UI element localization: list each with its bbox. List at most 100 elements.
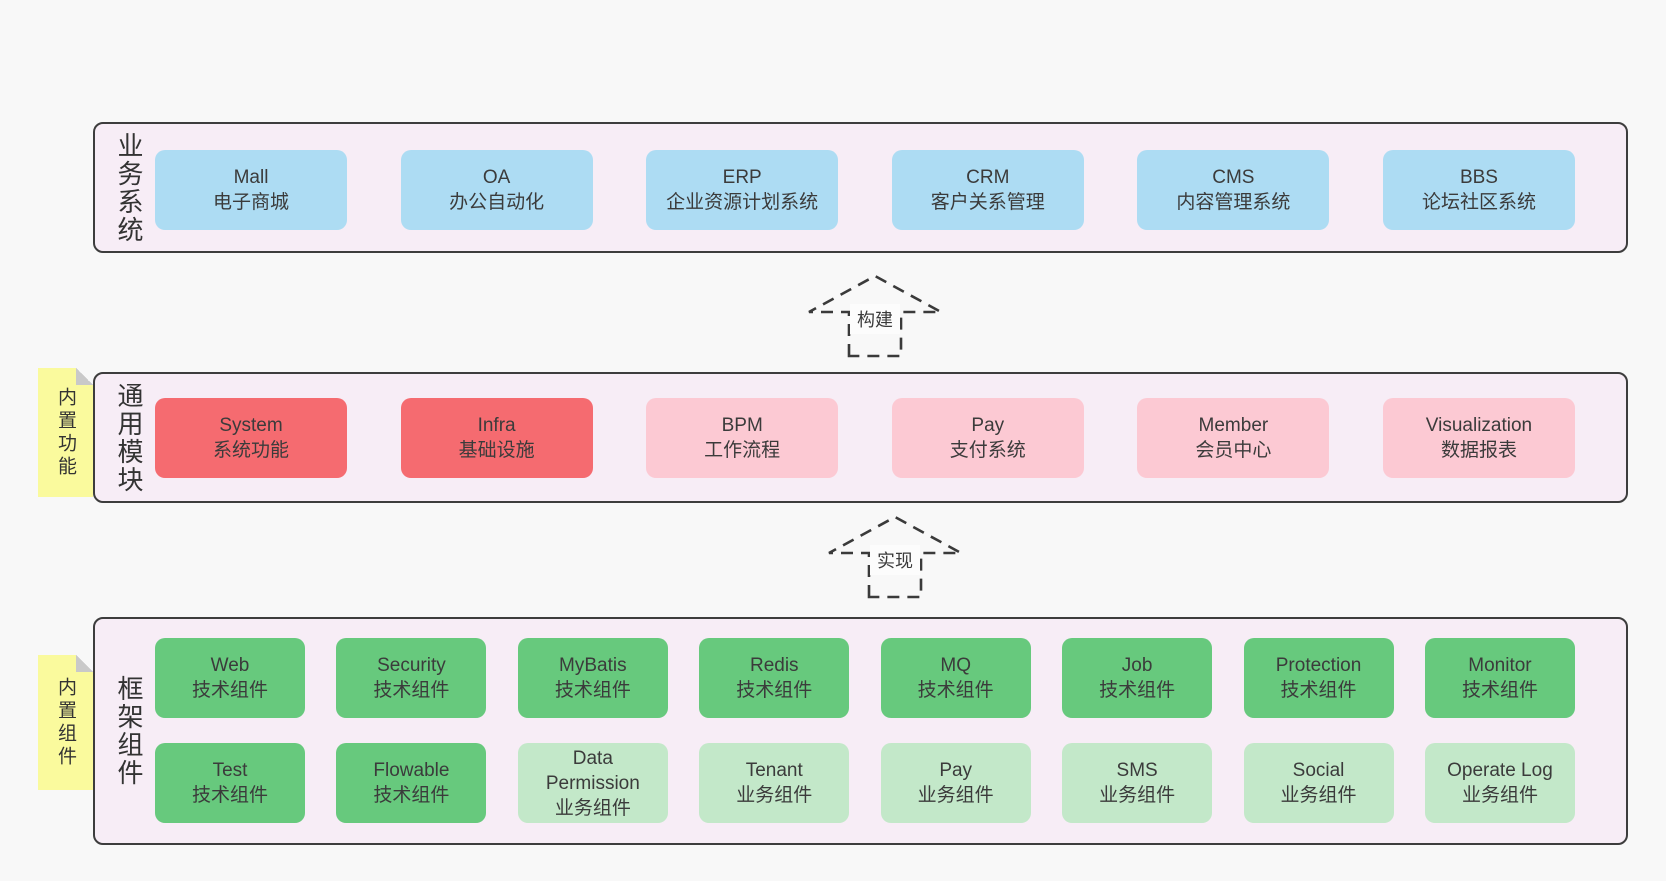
box-protection: Protection 技术组件 bbox=[1243, 638, 1394, 718]
box-desc: 技术组件 bbox=[1280, 680, 1357, 701]
sticky-tag-label: 内置功能 bbox=[55, 386, 76, 479]
box-desc: 业务组件 bbox=[554, 797, 631, 819]
box-desc: 技术组件 bbox=[373, 680, 450, 701]
box-operate-log: Operate Log 业务组件 bbox=[1424, 743, 1575, 823]
box-name: ERP bbox=[722, 167, 762, 188]
box-name: Pay bbox=[971, 415, 1005, 436]
dashed-up-arrow-icon bbox=[808, 274, 942, 358]
box-web: Web 技术组件 bbox=[155, 638, 305, 718]
box-name: MyBatis bbox=[559, 655, 627, 676]
box-name: Test bbox=[212, 760, 248, 781]
box-pay: Pay 支付系统 bbox=[891, 398, 1084, 478]
box-desc: 数据报表 bbox=[1440, 440, 1517, 461]
box-bpm: BPM 工作流程 bbox=[646, 398, 839, 478]
box-job: Job 技术组件 bbox=[1062, 638, 1213, 718]
box-social: Social 业务组件 bbox=[1243, 743, 1394, 823]
box-desc: 系统功能 bbox=[212, 440, 289, 461]
section-label-business: 业务系统 bbox=[114, 131, 144, 244]
box-desc: 论坛社区系统 bbox=[1421, 192, 1536, 213]
modules-box-row: System 系统功能 Infra 基础设施 BPM 工作流程 Pay 支付系统… bbox=[155, 398, 1575, 478]
box-name: Mall bbox=[233, 167, 269, 188]
box-name: Data Permission bbox=[545, 747, 640, 794]
box-crm: CRM 客户关系管理 bbox=[891, 150, 1084, 230]
box-system: System 系统功能 bbox=[155, 398, 347, 478]
box-desc: 工作流程 bbox=[704, 440, 781, 461]
box-flowable: Flowable 技术组件 bbox=[336, 743, 487, 823]
box-desc: 技术组件 bbox=[191, 680, 268, 701]
box-security: Security 技术组件 bbox=[336, 638, 487, 718]
box-desc: 技术组件 bbox=[1461, 680, 1538, 701]
section-common-modules: 通用模块 System 系统功能 Infra 基础设施 BPM 工作流程 Pay… bbox=[93, 372, 1628, 503]
business-box-row: Mall 电子商城 OA 办公自动化 ERP 企业资源计划系统 CRM 客户关系… bbox=[155, 150, 1575, 230]
box-name: Social bbox=[1292, 760, 1345, 781]
box-test: Test 技术组件 bbox=[155, 743, 305, 823]
box-infra: Infra 基础设施 bbox=[400, 398, 593, 478]
box-desc: 企业资源计划系统 bbox=[666, 192, 819, 213]
box-monitor: Monitor 技术组件 bbox=[1424, 638, 1575, 718]
components-box-row-1: Web 技术组件 Security 技术组件 MyBatis 技术组件 Redi… bbox=[155, 638, 1575, 718]
box-member: Member 会员中心 bbox=[1137, 398, 1330, 478]
box-name: OA bbox=[482, 167, 511, 188]
box-name: Member bbox=[1198, 415, 1269, 436]
box-name: Job bbox=[1121, 655, 1153, 676]
box-desc: 会员中心 bbox=[1195, 440, 1272, 461]
box-tenant: Tenant 业务组件 bbox=[699, 743, 850, 823]
box-desc: 业务组件 bbox=[736, 785, 813, 806]
box-mq: MQ 技术组件 bbox=[880, 638, 1031, 718]
box-desc: 技术组件 bbox=[736, 680, 813, 701]
box-oa: OA 办公自动化 bbox=[400, 150, 593, 230]
box-desc: 业务组件 bbox=[1280, 785, 1357, 806]
box-desc: 内容管理系统 bbox=[1176, 192, 1291, 213]
box-redis: Redis 技术组件 bbox=[699, 638, 850, 718]
box-name: BPM bbox=[721, 415, 763, 436]
box-desc: 技术组件 bbox=[191, 785, 268, 806]
box-desc: 业务组件 bbox=[1461, 785, 1538, 806]
section-framework-components: 框架组件 Web 技术组件 Security 技术组件 MyBatis 技术组件… bbox=[93, 617, 1628, 845]
box-name: Operate Log bbox=[1447, 760, 1553, 781]
components-box-row-2: Test 技术组件 Flowable 技术组件 Data Permission … bbox=[155, 743, 1575, 823]
box-erp: ERP 企业资源计划系统 bbox=[646, 150, 839, 230]
box-name: CMS bbox=[1212, 167, 1255, 188]
box-name: MQ bbox=[940, 655, 971, 676]
box-name: Infra bbox=[477, 415, 516, 436]
box-name: Visualization bbox=[1425, 415, 1533, 436]
arrow-implement-label: 实现 bbox=[870, 545, 920, 575]
box-name: Flowable bbox=[373, 760, 450, 781]
box-desc: 办公自动化 bbox=[449, 192, 545, 213]
box-desc: 技术组件 bbox=[373, 785, 450, 806]
box-desc: 技术组件 bbox=[1099, 680, 1176, 701]
box-desc: 业务组件 bbox=[1099, 785, 1176, 806]
box-visualization: Visualization 数据报表 bbox=[1382, 398, 1575, 478]
arrow-implement: 实现 bbox=[825, 515, 965, 599]
box-name: CRM bbox=[966, 167, 1010, 188]
box-mybatis: MyBatis 技术组件 bbox=[517, 638, 668, 718]
box-desc: 技术组件 bbox=[917, 680, 994, 701]
box-data-permission: Data Permission 业务组件 bbox=[517, 743, 668, 823]
box-sms: SMS 业务组件 bbox=[1062, 743, 1213, 823]
box-desc: 客户关系管理 bbox=[930, 192, 1045, 213]
arrow-build: 构建 bbox=[805, 274, 945, 358]
sticky-tag-label: 内置组件 bbox=[55, 676, 76, 769]
box-mall: Mall 电子商城 bbox=[155, 150, 347, 230]
box-desc: 业务组件 bbox=[917, 785, 994, 806]
box-pay-biz: Pay 业务组件 bbox=[880, 743, 1031, 823]
box-name: BBS bbox=[1459, 167, 1498, 188]
folded-corner-icon bbox=[76, 655, 93, 672]
box-name: Security bbox=[377, 655, 446, 676]
folded-corner-icon bbox=[76, 368, 93, 385]
section-label-modules: 通用模块 bbox=[114, 381, 144, 494]
box-desc: 技术组件 bbox=[554, 680, 631, 701]
box-name: Web bbox=[210, 655, 250, 676]
box-name: SMS bbox=[1116, 760, 1158, 781]
box-name: Monitor bbox=[1468, 655, 1532, 676]
sticky-tag-built-in-features: 内置功能 bbox=[38, 368, 93, 497]
dashed-up-arrow-icon bbox=[828, 515, 962, 599]
box-name: System bbox=[219, 415, 283, 436]
box-name: Redis bbox=[749, 655, 799, 676]
box-bbs: BBS 论坛社区系统 bbox=[1382, 150, 1575, 230]
box-desc: 支付系统 bbox=[949, 440, 1026, 461]
box-desc: 电子商城 bbox=[212, 192, 289, 213]
section-label-components: 框架组件 bbox=[114, 675, 144, 787]
section-business-systems: 业务系统 Mall 电子商城 OA 办公自动化 ERP 企业资源计划系统 CRM… bbox=[93, 122, 1628, 253]
